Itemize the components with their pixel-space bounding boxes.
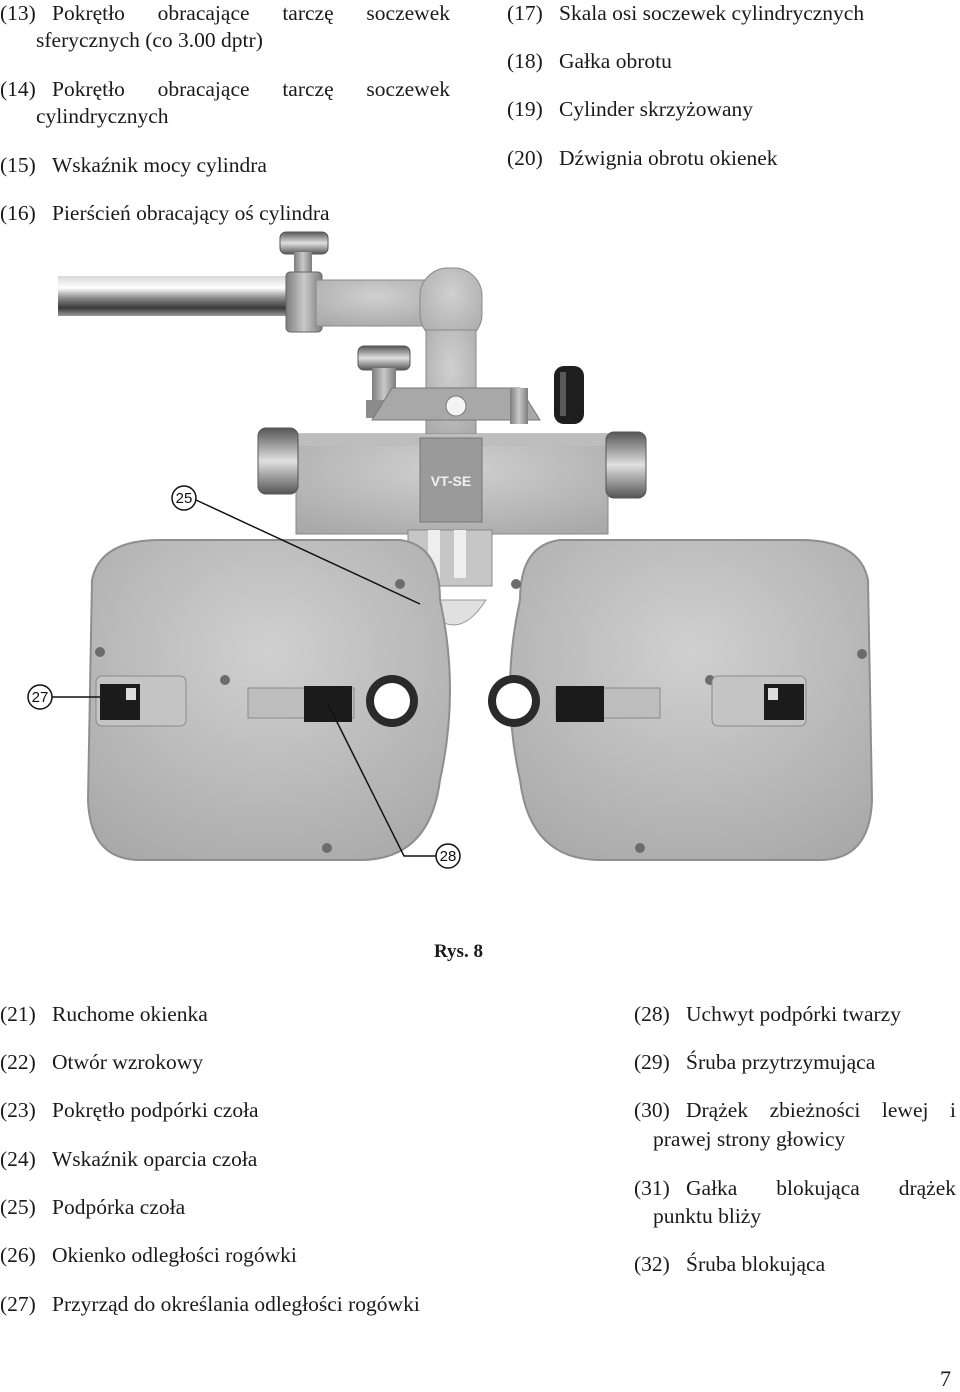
left-side-knob xyxy=(257,427,299,495)
right-side-knob xyxy=(605,431,647,499)
legend-text: Gałka obrotu xyxy=(559,49,672,73)
support-arm xyxy=(315,267,483,441)
legend-number: (26) xyxy=(0,1243,36,1267)
top-knob xyxy=(279,231,329,333)
legend-text: Skala osi soczewek cylindrycznych xyxy=(559,1,865,25)
legend-text: Otwór wzrokowy xyxy=(52,1050,204,1074)
legend-item-30: (30) Drążek zbieżności lewej i xyxy=(634,1097,956,1124)
callout-28: 28 xyxy=(327,703,461,869)
legend-item-19: (19) Cylinder skrzyżowany xyxy=(507,96,753,123)
legend-number: (32) xyxy=(634,1252,670,1276)
callout-label: 28 xyxy=(440,848,457,865)
legend-text: Okienko odległości rogówki xyxy=(52,1243,297,1267)
legend-item-24: (24) Wskaźnik oparcia czoła xyxy=(0,1146,257,1173)
legend-text: Drążek zbieżności lewej i xyxy=(686,1098,956,1122)
legend-number: (14) xyxy=(0,77,36,101)
legend-item-13: (13) Pokrętło obracające tarczę soczewek xyxy=(0,0,450,27)
legend-item-18: (18) Gałka obrotu xyxy=(507,48,672,75)
legend-text: Gałka blokująca drążek xyxy=(686,1176,956,1200)
legend-text: Śruba przytrzymująca xyxy=(686,1050,876,1074)
bracket xyxy=(371,387,541,424)
left-sight-window xyxy=(247,675,418,727)
legend-item-23: (23) Pokrętło podpórki czoła xyxy=(0,1097,259,1124)
figure-caption: Rys. 8 xyxy=(434,941,483,962)
legend-number: (30) xyxy=(634,1098,670,1122)
legend-item-31: (31) Gałka blokująca drążek xyxy=(634,1175,956,1202)
legend-number: (15) xyxy=(0,153,36,177)
legend-text: Przyrząd do określania odległości rogówk… xyxy=(52,1292,420,1316)
legend-item-28: (28) Uchwyt podpórki twarzy xyxy=(634,1001,901,1028)
legend-text: Pokrętło podpórki czoła xyxy=(52,1098,259,1122)
legend-number: (17) xyxy=(507,1,543,25)
legend-item-32: (32) Śruba blokująca xyxy=(634,1251,825,1278)
legend-continuation: sferycznych (co 3.00 dptr) xyxy=(36,28,263,52)
legend-number: (20) xyxy=(507,146,543,170)
legend-item-26: (26) Okienko odległości rogówki xyxy=(0,1242,297,1269)
legend-number: (21) xyxy=(0,1002,36,1026)
legend-item-15: (15) Wskaźnik mocy cylindra xyxy=(0,152,267,179)
legend-item-29: (29) Śruba przytrzymująca xyxy=(634,1049,875,1076)
callout-label: 25 xyxy=(176,490,193,507)
legend-continuation: punktu bliży xyxy=(653,1204,762,1228)
legend-continuation: prawej strony głowicy xyxy=(653,1127,846,1151)
callout-25: 25 xyxy=(171,485,421,605)
legend-number: (24) xyxy=(0,1147,36,1171)
legend-number: (19) xyxy=(507,97,543,121)
legend-text: Dźwignia obrotu okienek xyxy=(559,146,778,170)
mounting-rod xyxy=(58,276,300,316)
right-distance-gauge xyxy=(711,675,807,727)
screws xyxy=(95,579,867,853)
legend-continuation: cylindrycznych xyxy=(36,104,169,128)
device-label: VT-SE xyxy=(431,473,471,489)
legend-item-25: (25) Podpórka czoła xyxy=(0,1194,185,1221)
legend-number: (13) xyxy=(0,1,36,25)
legend-number: (29) xyxy=(634,1050,670,1074)
right-sight-window xyxy=(488,675,661,727)
legend-number: (27) xyxy=(0,1292,36,1316)
legend-text: Podpórka czoła xyxy=(52,1195,186,1219)
legend-text: Uchwyt podpórki twarzy xyxy=(686,1002,901,1026)
legend-item-14: (14) Pokrętło obracające tarczę soczewek xyxy=(0,76,450,103)
legend-text: Śruba blokująca xyxy=(686,1252,826,1276)
legend-text: Pierścień obracający oś cylindra xyxy=(52,201,330,225)
legend-text: Wskaźnik mocy cylindra xyxy=(52,153,267,177)
legend-item-21: (21) Ruchome okienka xyxy=(0,1001,208,1028)
central-housing: VT-SE xyxy=(295,433,609,535)
legend-item-27: (27) Przyrząd do określania odległości ro… xyxy=(0,1291,420,1318)
legend-item-22: (22) Otwór wzrokowy xyxy=(0,1049,203,1076)
legend-text: Pokrętło obracające tarczę soczewek xyxy=(52,77,450,101)
callout-27: 27 xyxy=(27,684,100,710)
legend-number: (16) xyxy=(0,201,36,225)
legend-number: (23) xyxy=(0,1098,36,1122)
legend-text: Wskaźnik oparcia czoła xyxy=(52,1147,258,1171)
legend-number: (28) xyxy=(634,1002,670,1026)
legend-text: Cylinder skrzyżowany xyxy=(559,97,754,121)
page-number: 7 xyxy=(940,1366,951,1391)
legend-text: Ruchome okienka xyxy=(52,1002,208,1026)
legend-number: (25) xyxy=(0,1195,36,1219)
callout-label: 27 xyxy=(32,689,49,706)
legend-number: (22) xyxy=(0,1050,36,1074)
rotation-lever xyxy=(554,366,584,424)
legend-number: (18) xyxy=(507,49,543,73)
legend-item-20: (20) Dźwignia obrotu okienek xyxy=(507,145,778,172)
legend-number: (31) xyxy=(634,1176,670,1200)
legend-item-16: (16) Pierścień obracający oś cylindra xyxy=(0,200,330,227)
legend-text: Pokrętło obracające tarczę soczewek xyxy=(52,1,450,25)
legend-item-17: (17) Skala osi soczewek cylindrycznych xyxy=(507,0,864,27)
left-distance-gauge xyxy=(95,675,187,727)
